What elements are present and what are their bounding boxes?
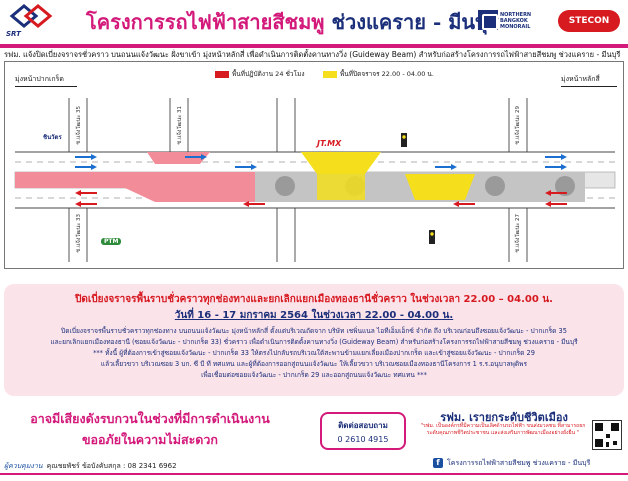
brand-shinawatra: ชินวัตร: [43, 134, 62, 141]
facebook-icon: f: [433, 458, 443, 468]
noise-warning: อาจมีเสียงดังรบกวนในช่วงที่มีการดำเนินงา…: [30, 411, 270, 426]
road-label-soi-27: ซ.แจ้งวัฒนะ 27: [515, 214, 521, 253]
supervisor-contact: ผู้ควบคุมงานคุณชยพัชร์ ข้อบังคับสกุล : 0…: [4, 461, 177, 472]
mrta-vision: "รฟม. เป็นองค์กรที่มีความเป็นเลิศด้านรถไ…: [420, 423, 586, 436]
footer-divider: [0, 473, 628, 475]
legend-yellow-swatch: [323, 70, 337, 78]
supervisor-role: ผู้ควบคุมงาน: [4, 462, 43, 470]
stecon-logo: STECON: [558, 10, 620, 32]
closure-headline: ปิดเบี่ยงจราจรพื้นราบชั่วคราวทุกช่องทางแ…: [75, 294, 553, 305]
road-label-soi-33: ซ.แจ้งวัฒนะ 33: [76, 214, 82, 253]
closure-info-panel: ปิดเบี่ยงจราจรพื้นราบชั่วคราวทุกช่องทางแ…: [4, 284, 624, 396]
closure-detail-line: เพื่อเชื่อมต่อซอยแจ้งวัฒนะ - ปากเกร็ด 29…: [201, 371, 427, 379]
contact-box: ติดต่อสอบถาม 0 2610 4915: [320, 412, 406, 450]
closure-details: ปิดเบี่ยงจราจรพื้นราบชั่วคราวทุกช่องทาง …: [18, 326, 610, 381]
legend-red-swatch: [215, 70, 229, 78]
contact-phone[interactable]: 0 2610 4915: [337, 435, 389, 444]
header: SRT โครงการรถไฟฟ้าสายสีชมพู ช่วงแคราย - …: [0, 0, 628, 44]
page-title-route: ช่วงแคราย - มีนบุรี: [331, 10, 499, 34]
mrta-slogan: รฟม. เรายกระดับชีวิตเมือง: [440, 411, 568, 424]
closure-detail-line: ปิดเบี่ยงจราจรพื้นราบชั่วคราวทุกช่องทาง …: [61, 327, 567, 335]
brand-ptm: PTM: [101, 238, 122, 245]
brand-jtmx: JT.MX: [317, 139, 342, 148]
closure-date: วันที่ 16 - 17 มกราคม 2564 ในช่วงเวลา 22…: [174, 310, 454, 321]
srt-logo: [9, 4, 53, 28]
nbm-logo-text: NORTHERN BANGKOK MONORAIL: [500, 12, 532, 30]
direction-laksi-label: มุ่งหน้าหลักสี่: [561, 75, 600, 83]
srt-logo-text: SRT: [6, 30, 21, 38]
nbm-logo-icon: [478, 10, 498, 30]
contact-label: ติดต่อสอบถาม: [338, 421, 388, 430]
closure-detail-line: และยกเลิกแยกเมืองทองธานี (ซอยแจ้งวัฒนะ -…: [50, 338, 578, 346]
nbm-logo: NORTHERN BANGKOK MONORAIL: [478, 10, 546, 32]
road-label-soi-31: ซ.แจ้งวัฒนะ 31: [177, 106, 183, 145]
notice-subtitle: รฟม. แจ้งปิดเบี่ยงจราจรชั่วคราว บนถนนแจ้…: [4, 50, 621, 59]
apology-message: ขออภัยในความไม่สะดวก: [82, 432, 218, 447]
facebook-link[interactable]: f โครงการรถไฟฟ้าสายสีชมพู ช่วงแคราย - มีน…: [433, 458, 590, 469]
traffic-map: พื้นที่ปฏิบัติงาน 24 ชั่วโมง พื้นที่ปิดจ…: [4, 61, 624, 269]
qr-code-icon[interactable]: [592, 420, 622, 450]
direction-laksi-arrow: [561, 86, 617, 87]
supervisor-name: คุณชยพัชร์ ข้อบังคับสกุล : 08 2341 6962: [46, 462, 177, 470]
closure-detail-line: *** ทั้งนี้ ผู้ที่ต้องการเข้าสู่ซอยแจ้งว…: [93, 349, 535, 357]
page-title: โครงการรถไฟฟ้าสายสีชมพู ช่วงแคราย - มีนบ…: [86, 10, 499, 34]
closure-detail-line: แล้วเลี้ยวขวา บริเวณซอย 3 บก. ซี บี ที ท…: [100, 360, 528, 368]
header-divider: [0, 44, 628, 48]
direction-pakkret-label: มุ่งหน้าปากเกร็ด: [15, 75, 64, 83]
road-label-soi-29: ซ.แจ้งวัฒนะ 29: [515, 106, 521, 145]
facebook-label: โครงการรถไฟฟ้าสายสีชมพู ช่วงแคราย - มีนบ…: [447, 459, 591, 467]
legend-work-area: พื้นที่ปฏิบัติงาน 24 ชั่วโมง: [215, 69, 305, 79]
legend-closure-area: พื้นที่ปิดจราจร 22.00 - 04.00 น.: [323, 69, 434, 79]
road-label-soi-35: ซ.แจ้งวัฒนะ 35: [76, 106, 82, 145]
direction-pakkret-arrow: [15, 86, 77, 87]
road-diagram: [14, 98, 616, 262]
